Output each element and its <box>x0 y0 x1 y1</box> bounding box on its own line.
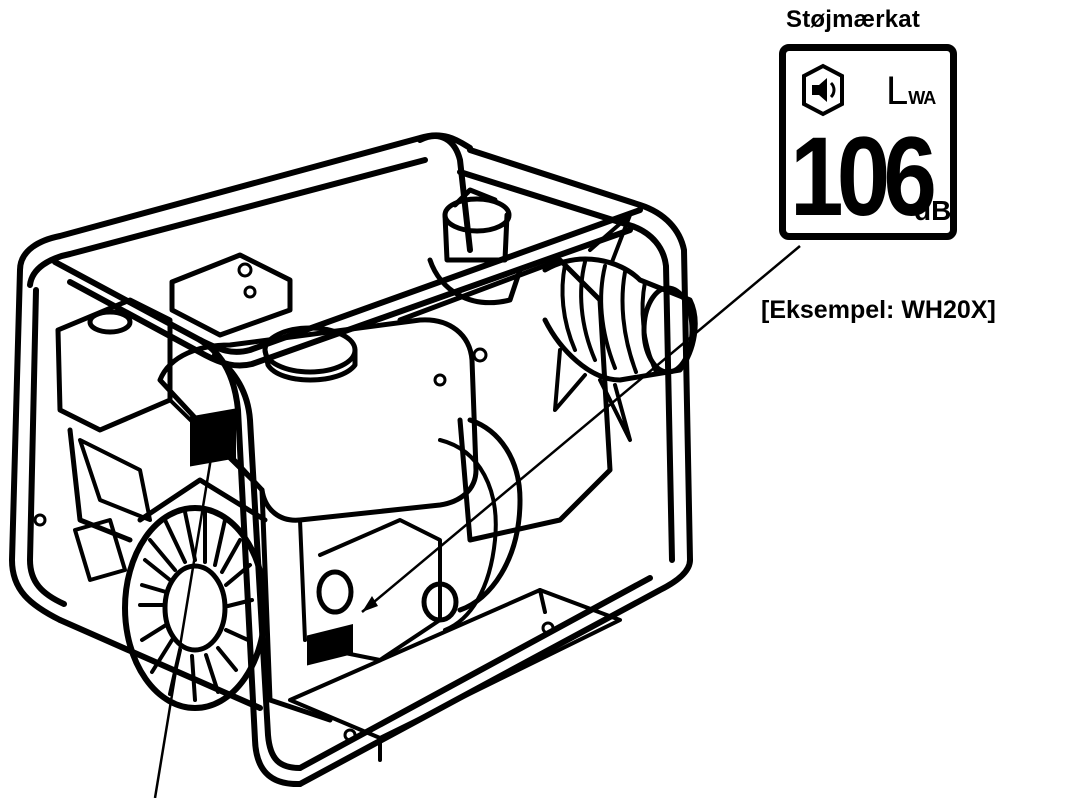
noise-value: 106 <box>790 114 937 239</box>
label-location-pump <box>307 623 353 666</box>
pump-casing <box>397 257 613 543</box>
leader-line-engine <box>153 451 214 798</box>
frame-top-rear-bar-inner <box>27 157 428 288</box>
speaker-icon <box>802 63 844 117</box>
noise-label-title: Støjmærkat <box>786 6 921 33</box>
frame-bottom-front-rail <box>297 557 693 787</box>
frame-rear-left-post <box>9 267 63 623</box>
hose-coupling <box>542 256 698 383</box>
engine-air-cleaner <box>55 297 173 433</box>
leader-line-label <box>361 245 801 613</box>
frame-top-front-rail-inner <box>67 227 633 369</box>
leader-arrowhead <box>362 596 378 612</box>
frame-top-right-rail-inner <box>457 169 675 563</box>
engine-shroud <box>157 317 479 523</box>
frame-rear-right-post <box>417 133 473 253</box>
example-model-label: [Eksempel: WH20X] <box>761 296 996 324</box>
sound-power-subscript: WA <box>908 88 936 108</box>
choke-knob <box>316 569 354 615</box>
engine-carburetor <box>78 438 152 522</box>
base-plate <box>288 588 622 740</box>
frame-top-rear-bar <box>17 132 473 273</box>
noise-unit: dB <box>914 195 952 226</box>
frame-front-left-post-inner <box>212 352 303 771</box>
label-location-engine <box>190 408 236 467</box>
noise-level-label: LWA 106 dB <box>779 44 957 240</box>
sound-power-symbol: LWA <box>886 69 936 113</box>
frame-bottom-left-rail <box>57 617 263 711</box>
control-box <box>169 252 293 338</box>
frame-rear-left-post-inner <box>27 287 67 607</box>
frame-top-right-rail <box>467 147 693 563</box>
